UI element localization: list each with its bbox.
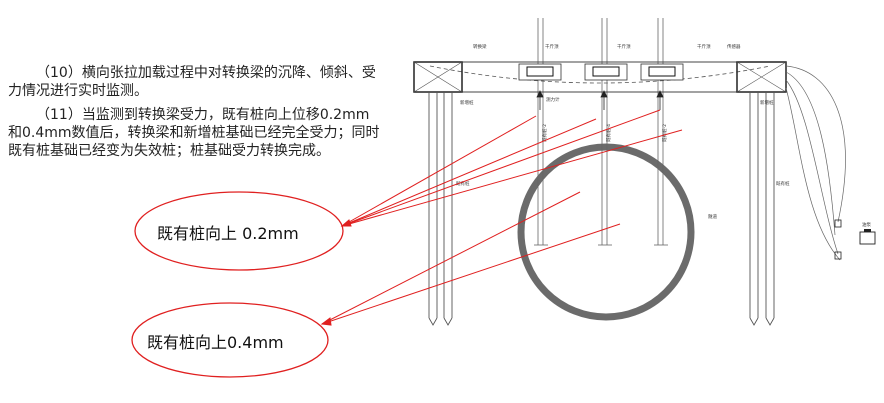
paragraph-step-11: （11）当监测到转换梁受力，既有桩向上位移0.2mm和0.4mm数值后，转换梁和… [8,106,383,160]
label-pump: 油泵 [862,221,871,228]
label-transfer-beam: 转换梁 [473,43,487,50]
new-piles [428,92,775,326]
label-jack-left: 千斤顶 [545,43,559,50]
tunnel-ring [517,143,695,321]
label-pressure-gauge: 传感器 [727,43,741,50]
paragraph-step-10: （10）横向张拉加载过程中对转换梁的沉降、倾斜、受力情况进行实时监测。 [8,64,383,100]
existing-piles [537,18,664,245]
label-existing-pile-left: 既有桩 [456,180,470,187]
monitoring-cables [785,65,846,261]
pump-box [859,231,876,245]
callout-label-0-4mm: 既有桩向上0.4mm [147,333,284,352]
label-load-cell: 测力计 [546,96,560,103]
beam-end-left [413,61,463,93]
label-jack-right: 千斤顶 [697,43,711,50]
label-pile-number-1: 既有桩-2 [541,124,548,142]
label-pile-number-3: 既有桩-2 [661,124,668,142]
paragraph-step-10-text: （10）横向张拉加载过程中对转换梁的沉降、倾斜、受力情况进行实时监测。 [8,65,376,99]
label-new-pile-right: 新增桩 [760,99,774,106]
label-new-pile-left: 新增桩 [460,99,474,106]
callout-arrows [320,109,683,326]
callout-ellipse-1 [134,191,344,271]
jack-blocks [518,63,684,81]
callout-label-0-2mm: 既有桩向上 0.2mm [157,224,299,243]
label-existing-pile-right: 既有桩 [776,180,790,187]
label-tunnel: 隧道 [708,213,717,220]
drawing-labels: 转换梁 千斤顶 千斤顶 千斤顶 传感器 新增桩 新增桩 测力计 既有桩 既有桩 … [456,43,871,228]
callout-ellipse-2 [131,302,329,378]
label-pile-number-2: 既有桩-4 [605,124,612,142]
paragraph-step-11-text: （11）当监测到转换梁受力，既有桩向上位移0.2mm和0.4mm数值后，转换梁和… [8,107,380,159]
label-jack-mid: 千斤顶 [617,43,631,50]
beam-end-right [736,61,787,93]
